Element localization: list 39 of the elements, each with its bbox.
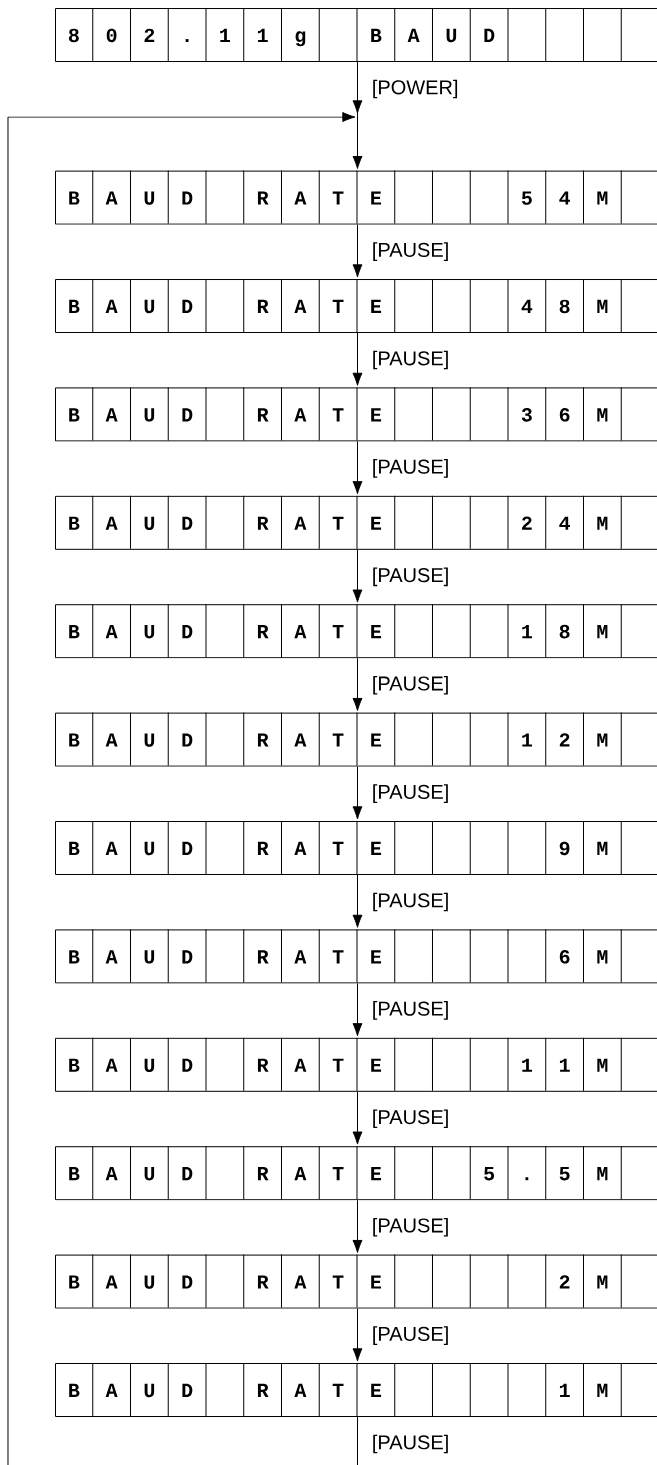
edge-label: [PAUSE]	[373, 1109, 448, 1129]
lcd-display: B A U D R A T E 2 M	[55, 1254, 657, 1309]
arrow	[352, 874, 363, 928]
edge-label: [PAUSE]	[373, 1434, 448, 1454]
lcd-display: B A U D R A T E 6 M	[55, 928, 657, 984]
lcd-display: 8 0 2 . 1 1 g B A U D	[55, 7, 657, 62]
edge-label: [PAUSE]	[373, 1217, 448, 1237]
arrow	[352, 1091, 363, 1145]
edge-label: [PAUSE]	[373, 567, 448, 587]
edge-label: [PAUSE]	[373, 675, 448, 695]
edge-label: [PAUSE]	[373, 784, 448, 803]
edge-label: [PAUSE]	[373, 1001, 448, 1020]
arrow	[352, 61, 363, 169]
lcd-display: B A U D R A T E 1 1 M	[55, 1037, 657, 1092]
edge-label: [PAUSE]	[373, 242, 448, 261]
lcd-display: B A U D R A T E 5 . 5 M	[55, 1145, 657, 1201]
edge-label: [PAUSE]	[373, 1326, 448, 1345]
lcd-display: B A U D R A T E 2 4 M	[55, 495, 657, 550]
arrow	[352, 224, 363, 278]
edge-label: [PAUSE]	[373, 459, 448, 478]
arrow	[352, 657, 363, 711]
arrow	[352, 1308, 363, 1362]
arrow	[352, 982, 363, 1037]
lcd-display: B A U D R A T E 1 2 M	[55, 712, 657, 767]
lcd-display: B A U D R A T E 1 M	[55, 1362, 657, 1417]
lcd-display: B A U D R A T E 9 M	[55, 820, 657, 875]
arrow	[352, 1199, 363, 1253]
arrow	[7, 112, 358, 1465]
lcd-display: B A U D R A T E 5 4 M	[55, 170, 657, 225]
edge-label: [POWER]	[373, 79, 458, 99]
arrow	[352, 549, 363, 603]
lcd-display: B A U D R A T E 3 6 M	[55, 386, 657, 442]
edge-label: [PAUSE]	[373, 892, 448, 912]
lcd-display: B A U D R A T E 1 8 M	[55, 603, 657, 659]
arrow	[352, 440, 363, 495]
lcd-display: B A U D R A T E 4 8 M	[55, 278, 657, 333]
arrow	[352, 766, 363, 820]
arrow	[352, 332, 363, 386]
edge-label: [PAUSE]	[373, 350, 448, 370]
